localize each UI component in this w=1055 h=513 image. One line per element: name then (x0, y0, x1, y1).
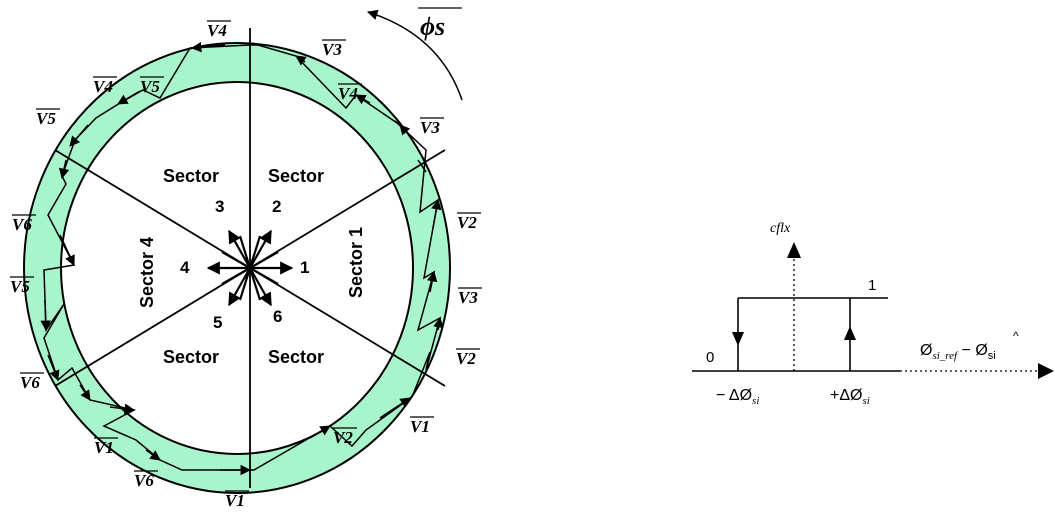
vector-number-6: 6 (273, 307, 282, 326)
flux-circle-diagram: ϕs Sector Sector Sector Sector Sector 4 … (10, 7, 482, 510)
sector-label-5: Sector (163, 347, 219, 367)
vector-number-1: 1 (300, 258, 309, 277)
x-axis-label: Øsi_ref − Øsi (920, 342, 996, 362)
pos-threshold-label: +ΔØsi (830, 387, 870, 407)
level-low: 0 (706, 349, 714, 366)
vector-label: V5 (36, 109, 56, 128)
sector-label-4: Sector 4 (137, 237, 157, 308)
voltage-vector-arrows (206, 229, 294, 307)
vector-label: V3 (420, 118, 440, 137)
vector-label: V1 (225, 491, 245, 510)
trajectory-arrows (40, 41, 444, 476)
vector-number-3: 3 (215, 197, 224, 216)
vector-label: V2 (333, 428, 353, 447)
vector-label: V5 (10, 277, 30, 296)
vector-label: V1 (410, 417, 430, 436)
vector-label: V2 (457, 213, 477, 232)
vector-label: V6 (20, 373, 40, 392)
vector-label: V4 (338, 84, 358, 103)
loop-right-arrowhead (844, 326, 856, 340)
hysteresis-band (22, 42, 452, 494)
phi-label: ϕs (420, 12, 445, 41)
vector-label: V3 (458, 288, 478, 307)
hysteresis-comparator: cflx 1 0 Øsi_ref − Øsi ^ − ΔØsi +ΔØsi (692, 221, 1054, 407)
level-high: 1 (868, 277, 876, 294)
vector-label: V5 (140, 77, 160, 96)
x-axis-arrowhead (1038, 363, 1054, 379)
vector-label: V2 (456, 349, 476, 368)
vector-label: V3 (322, 40, 342, 59)
vector-label: V1 (94, 438, 114, 457)
y-axis-label: cflx (770, 221, 791, 236)
y-axis-arrowhead (787, 242, 801, 258)
vector-label: V4 (207, 21, 227, 40)
sector-label-1: Sector 1 (346, 227, 366, 298)
rotation-arrow (366, 9, 463, 101)
sector-label-6: Sector (268, 347, 324, 367)
vector-label: V4 (93, 77, 113, 96)
vector-number-4: 4 (180, 258, 190, 277)
vector-label: V6 (12, 215, 32, 234)
x-axis-label-hat: ^ (1013, 329, 1019, 343)
vector-label: V6 (134, 471, 154, 490)
neg-threshold-label: − ΔØsi (716, 387, 759, 407)
sector-label-2: Sector (268, 166, 324, 186)
sector-label-3: Sector (163, 166, 219, 186)
vector-number-2: 2 (272, 197, 281, 216)
vector-number-5: 5 (213, 313, 222, 332)
loop-left-arrowhead (732, 332, 744, 346)
